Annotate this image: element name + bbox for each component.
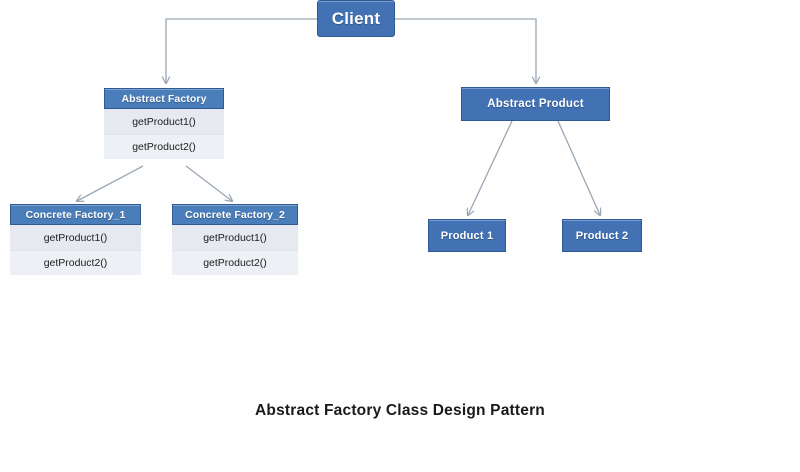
node-concrete-factory-1-method-2: getProduct2() bbox=[10, 250, 141, 275]
node-abstract-product[interactable]: Abstract Product bbox=[461, 87, 610, 121]
node-client[interactable]: Client bbox=[317, 0, 395, 37]
node-product-2-label: Product 2 bbox=[575, 229, 629, 242]
node-abstract-factory-method-1: getProduct1() bbox=[104, 109, 224, 134]
diagram-caption: Abstract Factory Class Design Pattern bbox=[255, 402, 545, 419]
node-abstract-factory-title: Abstract Factory bbox=[104, 88, 224, 109]
connector-client-to-abstract-product bbox=[395, 18, 536, 83]
connector-client-to-abstract-factory bbox=[166, 18, 317, 83]
node-client-label: Client bbox=[331, 8, 381, 28]
node-concrete-factory-2-method-2: getProduct2() bbox=[172, 250, 298, 275]
connector-abstract-product-to-product-2 bbox=[557, 120, 600, 215]
node-concrete-factory-2[interactable]: Concrete Factory_2 getProduct1() getProd… bbox=[172, 204, 298, 275]
connector-abstract-factory-to-concrete-factory-1 bbox=[77, 165, 144, 201]
node-concrete-factory-1[interactable]: Concrete Factory_1 getProduct1() getProd… bbox=[10, 204, 141, 275]
connector-abstract-product-to-product-1 bbox=[468, 120, 513, 215]
node-abstract-factory[interactable]: Abstract Factory getProduct1() getProduc… bbox=[104, 88, 224, 159]
node-concrete-factory-1-method-1: getProduct1() bbox=[10, 225, 141, 250]
node-concrete-factory-2-title: Concrete Factory_2 bbox=[172, 204, 298, 225]
node-product-2[interactable]: Product 2 bbox=[562, 219, 642, 252]
node-concrete-factory-1-title: Concrete Factory_1 bbox=[10, 204, 141, 225]
node-concrete-factory-2-method-1: getProduct1() bbox=[172, 225, 298, 250]
node-abstract-product-label: Abstract Product bbox=[487, 98, 584, 110]
node-product-1-label: Product 1 bbox=[440, 229, 494, 242]
connector-abstract-factory-to-concrete-factory-2 bbox=[185, 165, 232, 201]
node-product-1[interactable]: Product 1 bbox=[428, 219, 506, 252]
node-abstract-factory-method-2: getProduct2() bbox=[104, 134, 224, 159]
